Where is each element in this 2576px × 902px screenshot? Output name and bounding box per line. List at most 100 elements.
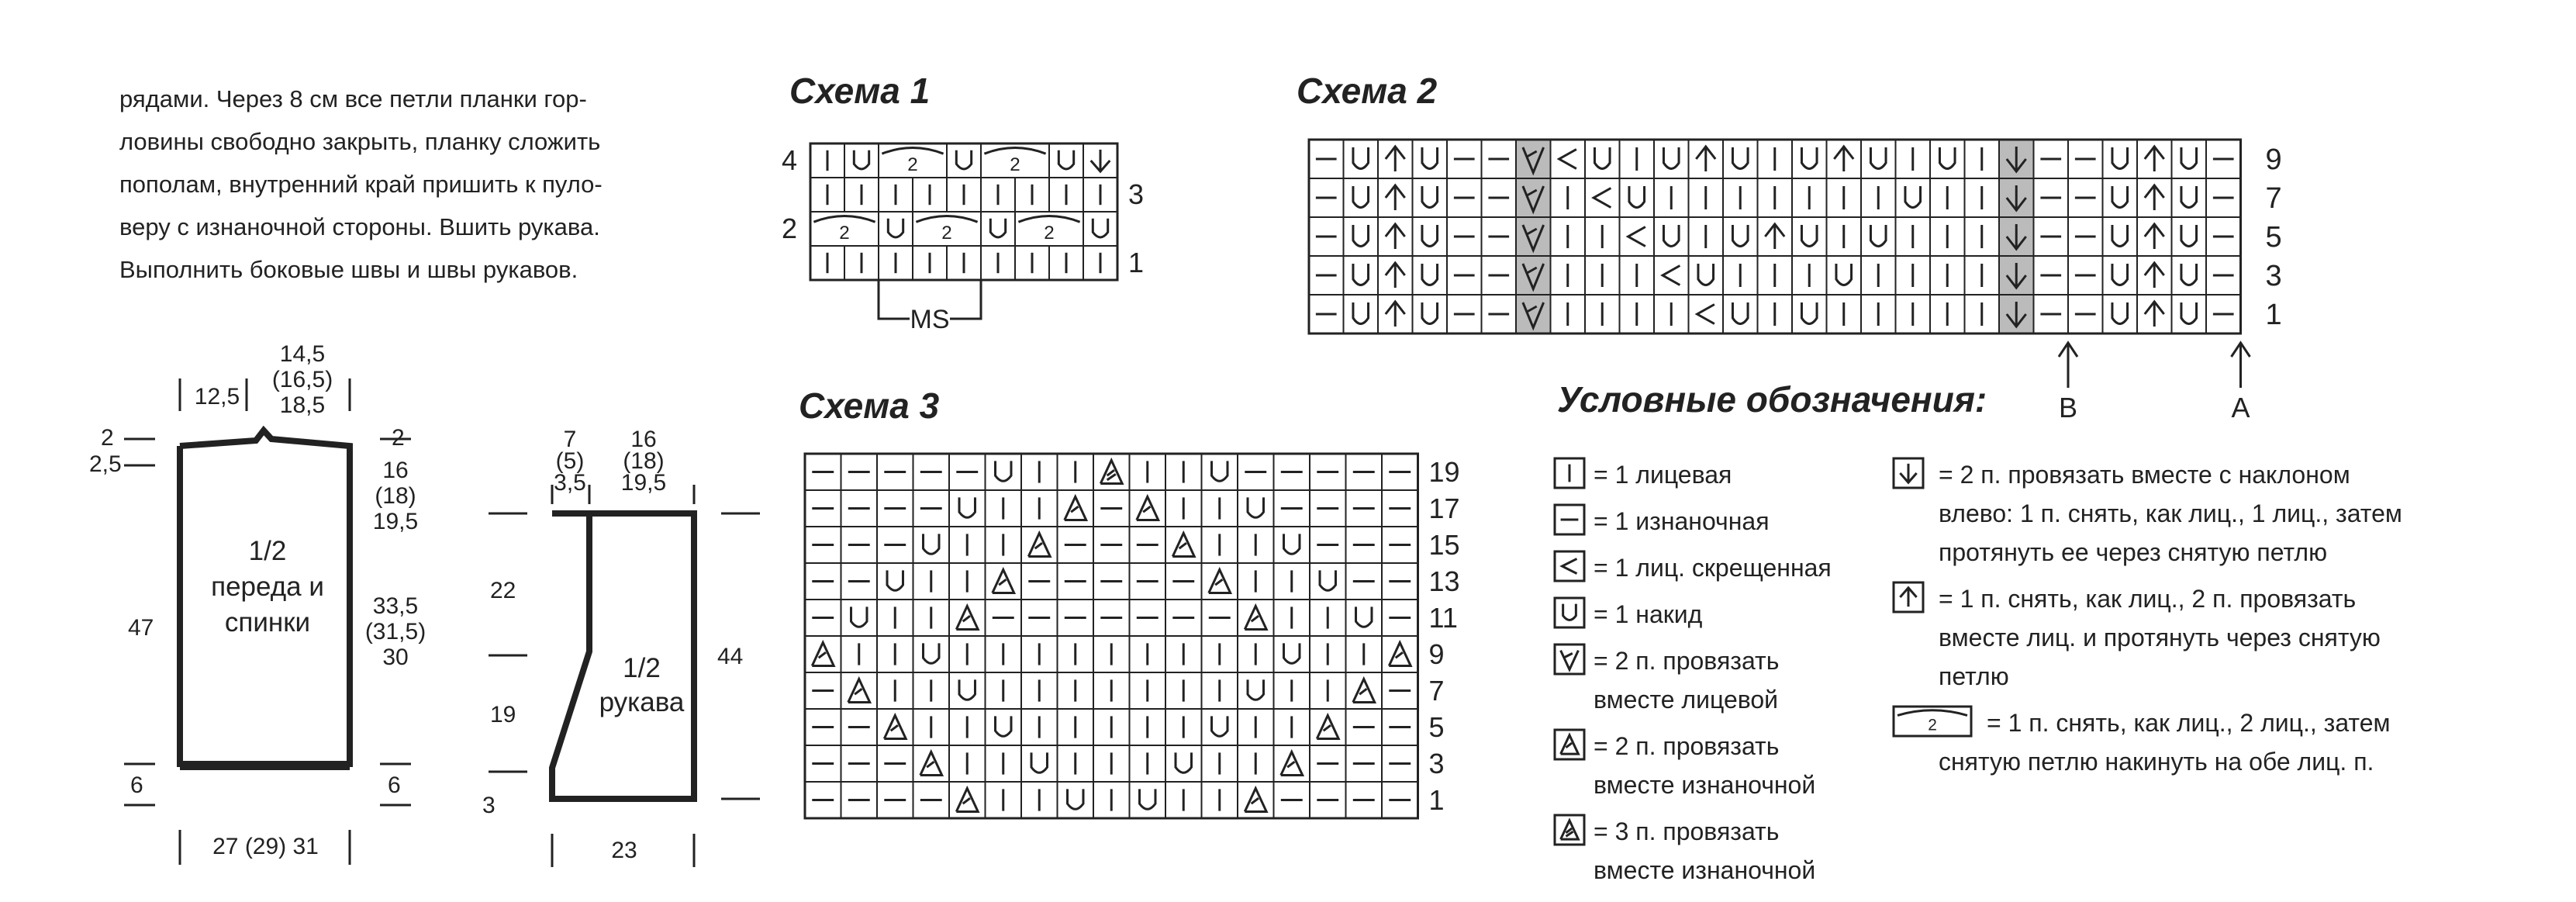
grid-cell [1411,255,1448,295]
grid-cell [1584,178,1621,218]
row-number: 17 [1429,492,1460,524]
symbol-U [2180,186,2198,209]
grid-cell [1687,255,1724,295]
grid-cell [948,672,986,710]
legend-line: = 1 изнаночная [1594,507,1770,535]
legend-line: вместе лицевой [1594,686,1779,714]
grid-cell [1056,781,1094,819]
symbol-< [1694,303,1715,325]
grid-cells [1308,139,2242,334]
grid-cell [1618,178,1655,218]
symbol-Z [955,603,980,631]
ms-label: MS [910,305,950,334]
legend-item: = 1 накид [1594,595,1832,634]
shoulder-measure: 12,5 [194,384,240,410]
grid-cell [2205,255,2242,295]
grid-cell [2101,178,2138,218]
grid-cell [1791,294,1828,334]
grid-cell [2170,294,2207,334]
grid-cell [1791,216,1828,257]
symbol-A [1384,222,1406,249]
row-number: 3 [2266,260,2282,292]
symbol-U [1800,147,1818,170]
symbol-U [994,461,1013,482]
right-2-measure: 2 [392,425,405,451]
legend-line: = 2 п. провязать [1594,647,1780,675]
grid-cell [912,526,950,564]
left-rib-measure: 6 [130,772,143,798]
legend-column-1: = 1 лицевая= 1 изнаночная= 1 лиц. скреще… [1594,455,1832,897]
symbol-A [2143,144,2165,171]
symbol-U [886,218,905,239]
symbol-V [2005,185,2027,213]
symbol-Z [1559,732,1580,755]
legend-line: = 1 п. снять, как лиц., 2 п. провязать [1939,585,2357,613]
symbol-U [1030,752,1048,774]
symbol-Z [1207,566,1233,595]
sleeve-top-right-measure: 16 (18) 19,5 [620,427,667,496]
symbol-U [1174,752,1193,774]
grid-cell [2101,255,2138,295]
legend-swatch [1553,814,1586,846]
sleeve-h44: 44 [717,644,744,669]
symbol-A [2143,183,2165,210]
symbol-Z [1171,530,1196,558]
symbol-Z [1315,712,1341,741]
symbol-U [2180,147,2198,170]
left-25-measure: 2,5 [89,451,122,477]
symbol-U [955,150,973,171]
symbol-U [1210,461,1229,482]
symbol-U [1138,789,1157,810]
row-number: 15 [1429,529,1460,561]
symbol-U [1593,147,1611,170]
grid-cell [1237,489,1275,527]
grid-cell [948,489,986,527]
symbol-D [1559,817,1580,841]
symbol-U [1800,225,1818,247]
symbol-U [1057,150,1076,171]
legend-line: = 1 п. снять, как лиц., 2 лиц., затем [1987,709,2391,737]
symbol-U [2180,302,2198,325]
symbol-Y [1521,263,1545,292]
svg-text:2: 2 [1010,154,1020,175]
symbol-V [1089,149,1111,174]
ms-bracket [877,280,982,320]
legend-symbols-1 [1553,457,1586,846]
legend-swatch [1553,596,1586,629]
body-panel-label: 1/2 переда и спинки [211,536,324,638]
symbol-U [852,150,871,171]
arrow-b [2057,340,2079,388]
row-number: 9 [2266,143,2282,176]
legend-line: = 1 лицевая [1594,461,1732,489]
legend-line: протянуть ее через снятую петлю [1939,538,2328,566]
grid-cell [1411,294,1448,334]
symbol-Y [1521,147,1545,176]
row-number: 1 [2266,299,2282,331]
grid-cell [2101,216,2138,257]
symbol-Y [1559,649,1580,672]
grid-cell [984,453,1022,491]
symbol-U [1318,570,1337,592]
symbol-U [1210,716,1229,738]
row-number: 13 [1429,565,1460,597]
row-number: 9 [1429,638,1445,670]
legend-line: влево: 1 п. снять, как лиц., 1 лиц., зат… [1939,499,2402,527]
grid-cell [1411,139,1448,179]
row-number: 4 [782,144,797,176]
symbol-A [1384,299,1406,327]
legend-line: = 2 п. провязать [1594,732,1780,760]
symbol-U [886,570,904,592]
grid-cell [1722,294,1759,334]
grid-cell [2170,255,2207,295]
symbol-U [2111,186,2129,209]
legend-line: = 3 п. провязать [1594,817,1780,845]
row-number: 2 [782,213,797,244]
grid-border [809,142,1119,282]
grid-cell [1020,708,1058,746]
row-number: 11 [1429,602,1458,634]
symbol-Z [810,639,836,668]
legend-line: = 1 накид [1594,600,1703,628]
symbol-U [958,497,976,519]
grid-cell [1825,255,1862,295]
